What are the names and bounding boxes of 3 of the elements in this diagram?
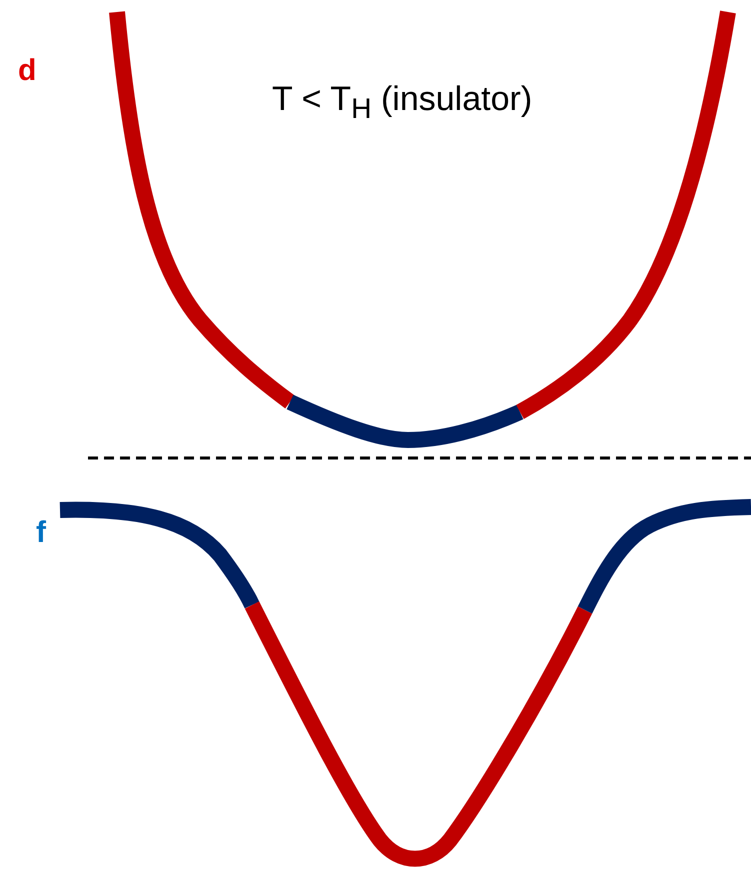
band-label: f [36,518,46,548]
temperature-label: T < T$_{H}$ (insulator) [272,82,532,124]
band-label: d [18,56,36,86]
